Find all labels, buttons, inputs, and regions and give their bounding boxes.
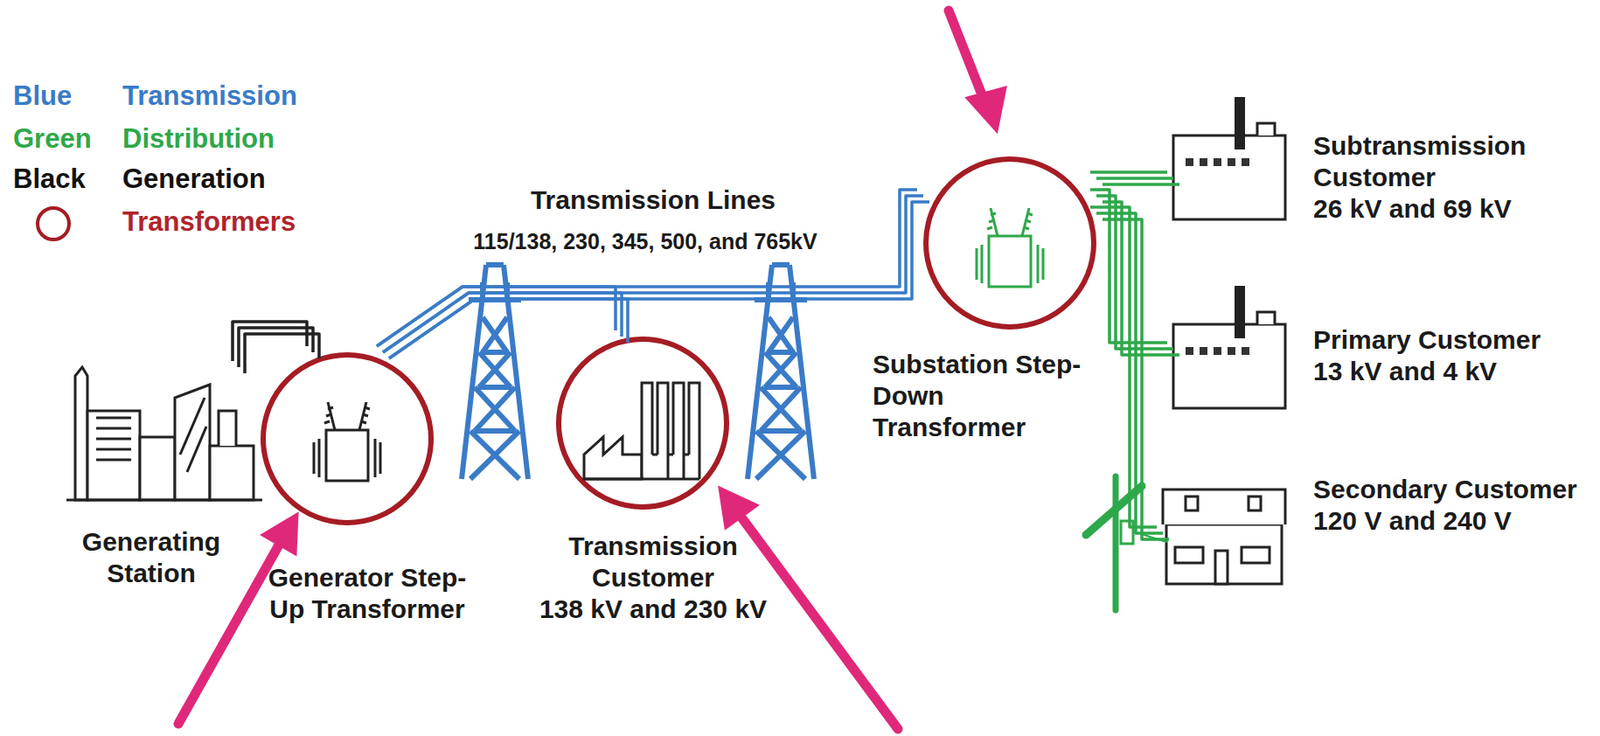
legend-color-word: Green: [13, 123, 92, 154]
node-text-block: Primary Customer13 kV and 4 kV: [1313, 324, 1594, 388]
node-title: Generating Station: [37, 526, 265, 590]
utility-pole: [1085, 476, 1167, 611]
power-line: [376, 189, 930, 359]
node-title: Subtransmission Customer: [1313, 130, 1594, 194]
legend-swatch: Green: [13, 123, 92, 155]
node-text-block: Generating Station: [37, 526, 265, 590]
power-line: [1090, 207, 1169, 540]
factory-symbol: [584, 382, 700, 480]
wire: [244, 333, 320, 374]
legend-text: Distribution: [122, 123, 275, 155]
legend-text: Transformers: [122, 206, 296, 238]
section-title: Transmission Lines: [530, 185, 776, 216]
node-title: Generator Step-Up Transformer: [262, 562, 473, 626]
legend-text: Generation: [122, 163, 266, 195]
generating-station: [66, 367, 263, 501]
generating-station-node: Generating Station: [66, 367, 255, 501]
node-title: Secondary Customer: [1313, 473, 1585, 506]
voltage-text: 138 kV and 230 kV: [513, 593, 794, 626]
legend-color-word: Black: [13, 163, 86, 195]
node-text-block: Transmission Customer138 kV and 230 kV: [513, 530, 794, 626]
wire: [1096, 213, 1163, 534]
power-line: [1090, 172, 1180, 185]
voltage-text: 13 kV and 4 kV: [1313, 355, 1594, 388]
wire: [376, 286, 616, 347]
transformer-circle: [558, 339, 727, 508]
wire: [382, 195, 924, 353]
wire: [1102, 219, 1169, 540]
wire: [1090, 207, 1157, 528]
customer-node: Transmission Customer138 kV and 230 kV: [556, 336, 730, 510]
wire: [1090, 170, 1168, 174]
customer-node: Subtransmission Customer26 kV and 69 kV: [1173, 97, 1286, 220]
node-title: Substation Step-Down Transformer: [872, 348, 1100, 444]
power-line: [232, 321, 320, 374]
wire: [1102, 182, 1180, 187]
legend-swatch: Blue: [13, 80, 72, 112]
node-title: Transmission Customer: [513, 530, 794, 594]
node-text-block: Substation Step-Down Transformer: [872, 348, 1100, 444]
legend-swatch: Black: [13, 163, 86, 195]
customer-node: Secondary Customer120 V and 240 V: [1162, 479, 1286, 587]
node-text-block: Generator Step-Up Transformer: [262, 562, 473, 626]
house-symbol: [1162, 489, 1286, 585]
voltage-text: 26 kV and 69 kV: [1313, 193, 1594, 225]
voltage-text: 120 V and 240 V: [1313, 505, 1585, 537]
transformer-node: Substation Step-Down Transformer: [923, 156, 1097, 330]
transformer-circle: [263, 354, 432, 523]
transformer-circle: [925, 159, 1094, 327]
customer-node: Primary Customer13 kV and 4 kV: [1173, 285, 1286, 409]
voltage-list: 115/138, 230, 345, 500, and 765kV: [473, 229, 817, 255]
wire: [1096, 176, 1174, 181]
node-title: Primary Customer: [1313, 324, 1594, 356]
wire: [389, 201, 930, 359]
legend-color-word: Blue: [13, 80, 72, 112]
wire: [382, 292, 622, 353]
legend-text: Transmission: [122, 80, 298, 112]
node-text-block: Secondary Customer120 V and 240 V: [1313, 473, 1585, 537]
node-text-block: Subtransmission Customer26 kV and 69 kV: [1313, 130, 1594, 225]
transformer-node: Generator Step-Up Transformer: [260, 352, 434, 526]
legend-circle: [37, 208, 70, 240]
wire: [389, 299, 628, 359]
